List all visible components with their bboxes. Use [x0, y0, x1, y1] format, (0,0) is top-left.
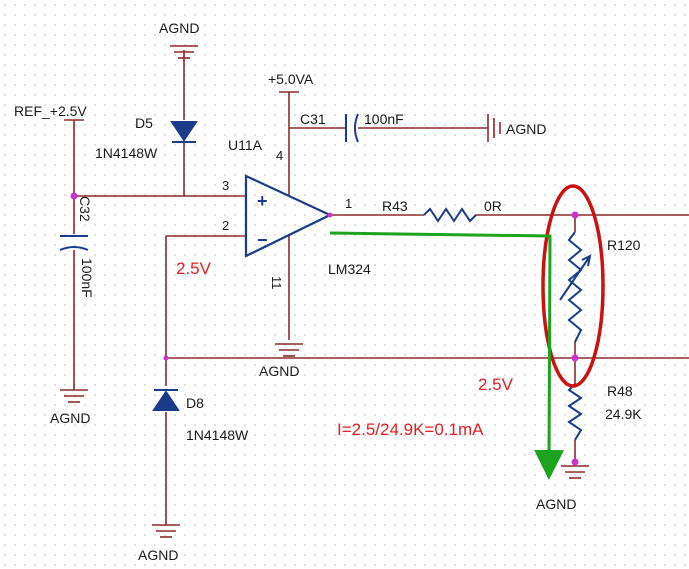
c32-value-label: 100nF: [79, 258, 95, 298]
r43-ref-label: R43: [382, 198, 408, 214]
ground-r48: [561, 465, 589, 479]
annotation-voltage-r48: 2.5V: [478, 375, 514, 394]
d8-ref-label: D8: [186, 395, 204, 411]
c31-ref-label: C31: [300, 111, 326, 127]
r120-ref-label: R120: [607, 237, 641, 253]
pin11-label: 11: [269, 276, 284, 290]
capacitor-c32: [59, 235, 89, 251]
opamp-u11a-body: [244, 174, 333, 258]
pin1-label: 1: [345, 196, 352, 211]
agnd-d8-label: AGND: [138, 547, 178, 563]
d5-value-label: 1N4148W: [95, 145, 158, 161]
c31-value-label: 100nF: [364, 111, 404, 127]
plus-sign: +: [257, 191, 268, 211]
annotations: 2.5V 2.5V I=2.5/24.9K=0.1mA: [176, 259, 514, 439]
wires: [73, 50, 689, 525]
resistor-r43: [423, 207, 477, 223]
r120-wiper: [559, 255, 591, 301]
resistor-r48: [567, 383, 583, 441]
r43-value-label: 0R: [484, 198, 502, 214]
annotation-voltage-inverting: 2.5V: [176, 259, 212, 278]
ref-net-label: REF_+2.5V: [14, 103, 87, 119]
annotation-current-formula: I=2.5/24.9K=0.1mA: [337, 420, 484, 439]
junction-nodes: [70, 192, 579, 466]
highlight-ellipse: [541, 184, 605, 388]
node-r120-top: [571, 211, 579, 219]
node-inv: [163, 355, 169, 361]
ground-symbols: [60, 45, 589, 538]
components: [59, 113, 592, 441]
minus-sign: −: [257, 230, 268, 250]
ground-c31: [487, 114, 501, 142]
agnd-c32-label: AGND: [50, 410, 90, 426]
resistor-r120: [567, 231, 583, 343]
ground-d8: [152, 524, 180, 538]
capacitor-c31: [345, 113, 359, 143]
opamp-part-label: LM324: [328, 261, 371, 277]
text-labels: AGND REF_+2.5V D5 1N4148W U11A 4 +5.0VA …: [14, 20, 642, 563]
u11a-ref-label: U11A: [228, 137, 263, 153]
r48-value-label: 24.9K: [605, 406, 642, 422]
d5-ref-label: D5: [135, 115, 153, 131]
supply-net-label: +5.0VA: [268, 71, 314, 87]
pin3-label: 3: [222, 178, 229, 193]
d8-value-label: 1N4148W: [186, 427, 249, 443]
diode-d8: [152, 389, 180, 411]
agnd-r48-label: AGND: [536, 496, 576, 512]
node-ref: [70, 192, 78, 200]
pin2-label: 2: [222, 218, 229, 233]
agnd-c31-label: AGND: [506, 121, 546, 137]
ground-c32: [60, 389, 88, 403]
agnd-label-top: AGND: [159, 20, 199, 36]
c32-ref-label: C32: [77, 196, 93, 222]
ground-d5-top: [170, 45, 198, 59]
node-r48-bottom: [571, 458, 579, 466]
node-opamp-out: [327, 212, 333, 218]
r120-wiper-head: [581, 254, 592, 267]
agnd-opamp-label: AGND: [259, 363, 299, 379]
current-path-arrow: [329, 231, 565, 480]
node-r120-bottom: [571, 354, 579, 362]
diode-d5: [170, 121, 198, 143]
pin4-label: 4: [276, 148, 283, 163]
ground-opamp: [275, 343, 303, 357]
r48-ref-label: R48: [607, 383, 633, 399]
